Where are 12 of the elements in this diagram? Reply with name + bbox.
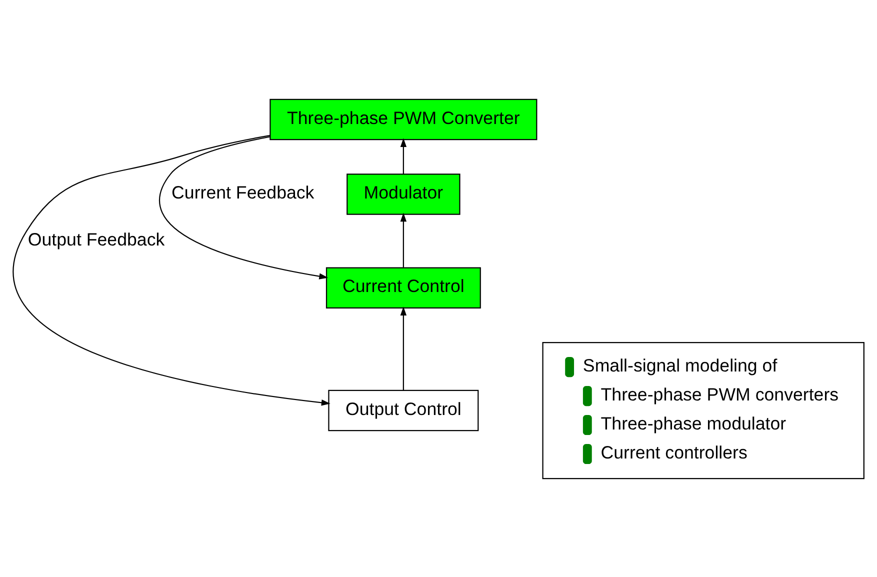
- edge-label: Output Feedback: [28, 228, 165, 249]
- node-box: Current Control: [326, 266, 481, 308]
- node-box: Modulator: [346, 173, 460, 214]
- node-box: Output Control: [328, 389, 479, 431]
- arrow: [159, 136, 328, 279]
- node-box: Small-signal modeling of Three-phase PWM converters Three-phase modulator Current controllers: [542, 341, 864, 479]
- edge-label: Current Feedback: [172, 182, 314, 202]
- arrow: [400, 306, 407, 390]
- arrow: [400, 212, 407, 267]
- arrow: [400, 138, 407, 174]
- arrow: [14, 134, 330, 406]
- node-box: Three-phase PWM Converter: [270, 98, 538, 140]
